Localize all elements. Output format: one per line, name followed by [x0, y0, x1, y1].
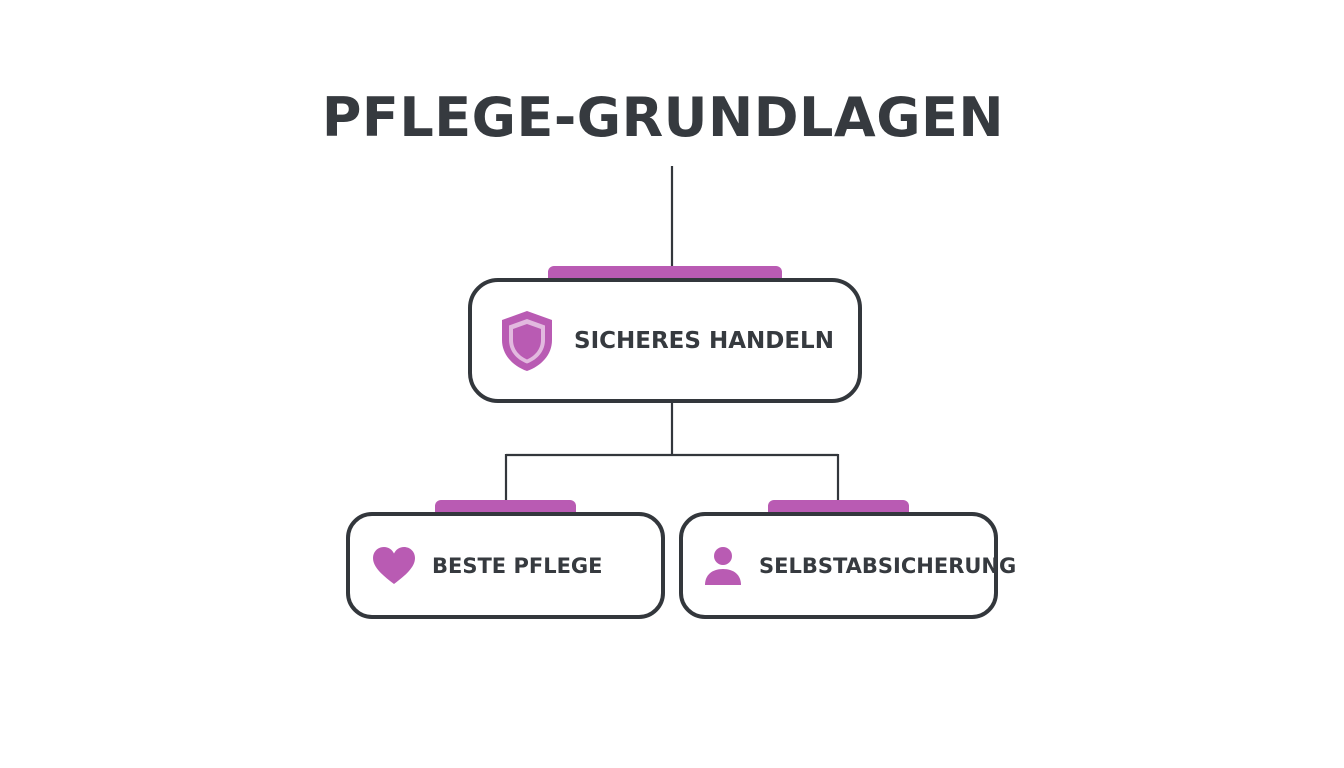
- diagram-title: PFLEGE-GRUNDLAGEN: [321, 86, 1005, 149]
- child-node-beste-pflege: BESTE PFLEGE: [346, 512, 665, 619]
- left-node-tab: [435, 500, 576, 514]
- right-node-tab: [768, 500, 909, 514]
- root-node-label: SICHERES HANDELN: [574, 327, 834, 354]
- root-node: SICHERES HANDELN: [468, 278, 862, 403]
- child-node-label: SELBSTABSICHERUNG: [759, 553, 1017, 578]
- shield-icon: [500, 310, 554, 372]
- child-node-selbstabsicherung: SELBSTABSICHERUNG: [679, 512, 1016, 619]
- child-node-label: BESTE PFLEGE: [432, 553, 603, 578]
- heart-icon: [372, 546, 416, 586]
- root-node-tab: [548, 266, 782, 280]
- person-icon: [703, 546, 743, 586]
